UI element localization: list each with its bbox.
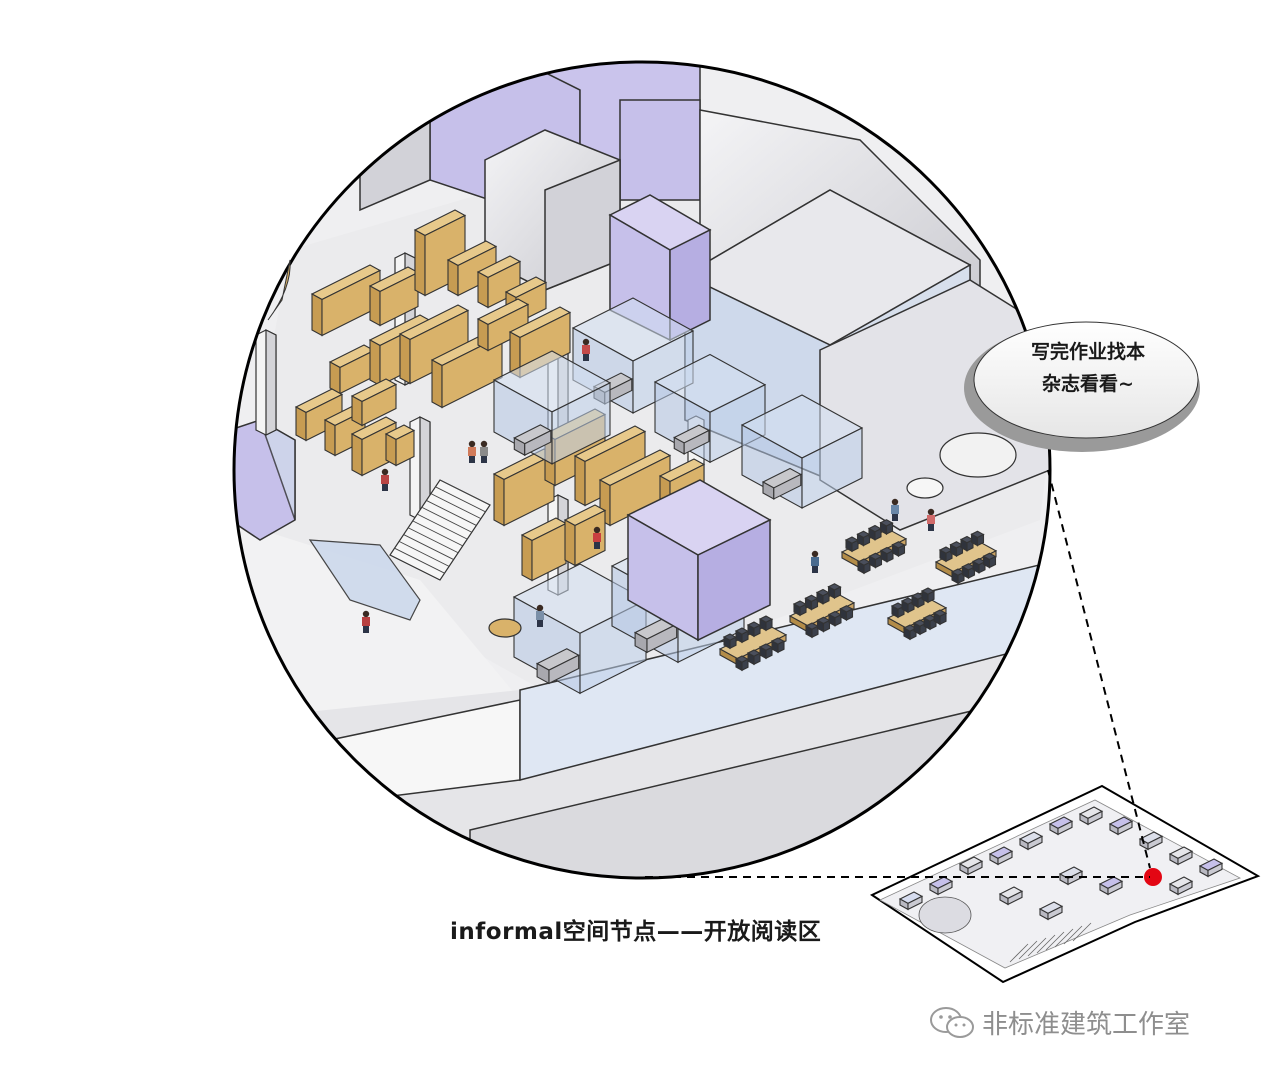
person-figure [891,498,899,521]
minimap-room [1117,820,1133,836]
reading-table [718,615,788,672]
person-figure [927,508,935,531]
minimap-room [1087,810,1103,826]
speech-bubble-line-1: 写完作业找本 [1030,341,1145,363]
stair-step [398,540,450,567]
stair-step [426,500,477,526]
wechat-icon [930,1006,974,1038]
bookshelf [477,271,489,309]
minimap-room [1057,820,1073,836]
purple-block-left [234,418,296,541]
staircase [308,479,491,621]
person-figure [480,440,488,463]
minimap-room [907,895,923,911]
curved-shelf [267,259,291,321]
stair-step [394,547,445,574]
reading-table [788,583,856,639]
minimap-stair [1063,925,1083,945]
minimap-room [967,860,983,876]
minimap-stair [1018,940,1038,960]
stair-step [435,486,486,513]
person-figure [582,338,590,361]
bookshelves [294,209,706,582]
bookshelf [574,509,606,567]
bookshelf [321,269,381,337]
bookshelf [477,318,489,352]
bookshelf [414,229,426,297]
study-pod [492,350,612,465]
reading-tables [718,519,998,672]
person-figure [811,550,819,573]
reading-table [886,587,948,641]
stair-step [412,520,463,547]
bookshelf [351,395,363,427]
minimap-room [1177,850,1193,866]
bookshelf [521,534,533,582]
minimap-room [937,880,953,896]
minimap-stair [1027,937,1047,957]
person-figure [536,604,544,627]
reading-table [840,519,908,575]
diagram-caption: informal空间节点——开放阅读区 [450,919,822,945]
person-figure [362,610,370,633]
minimap-room [1207,862,1223,878]
study-pod [740,394,864,509]
person-figure [381,468,389,491]
minimap-room [1067,870,1083,886]
bookshelf [385,433,397,467]
round-tables [488,432,1017,638]
study-pod [653,353,767,464]
minimap-stair [1045,931,1065,951]
minimap-stair [1072,922,1092,942]
bookshelf [395,429,415,467]
minimap-dome [918,896,972,934]
bookshelf [564,519,576,567]
bookshelf [324,419,336,457]
bookshelf [311,293,323,337]
minimap-room [997,850,1013,866]
minimap-stair [1054,928,1074,948]
site-plan-minimap [869,784,1261,984]
zoom-circle [232,60,1052,880]
minimap-room [1047,905,1063,921]
minimap-room [1007,890,1023,906]
speech-bubble-line-2: 杂志看看~ [1042,373,1134,395]
watermark-text: 非标准建筑工作室 [982,1010,1191,1040]
stair-step [407,527,459,554]
minimap-room [1177,880,1193,896]
speech-bubble [964,321,1200,452]
zoom-view [234,62,1050,878]
bookshelf [493,473,505,527]
reading-table [934,530,998,585]
minimap-stair [1009,943,1029,963]
bookshelf [431,359,443,409]
minimap-room [1027,835,1043,851]
people-figures [362,338,935,633]
watermark: 非标准建筑工作室 [928,1004,1190,1041]
leader-lines [645,469,1151,878]
location-marker-icon [1144,868,1162,886]
bookshelf [361,383,397,427]
stair-step [430,493,482,520]
minimap-room [1147,835,1163,851]
bookshelf [574,455,586,507]
bookshelf [447,259,459,297]
stair-step [439,479,491,506]
speech-bubble-text: 写完作业找本 杂志看看~ [1000,336,1176,400]
bookshelf [369,339,381,387]
stair-step [403,534,454,560]
person-figure [468,440,476,463]
stair-step [421,506,473,533]
purple-cube-center [626,479,772,642]
person-figure [593,526,601,549]
minimap-room [1107,880,1123,896]
bookshelf [399,333,411,385]
bookshelf [369,285,381,327]
minimap-stair [1036,934,1056,954]
stair-step [417,513,468,540]
bookshelf [351,433,363,477]
bookshelf [295,406,307,442]
